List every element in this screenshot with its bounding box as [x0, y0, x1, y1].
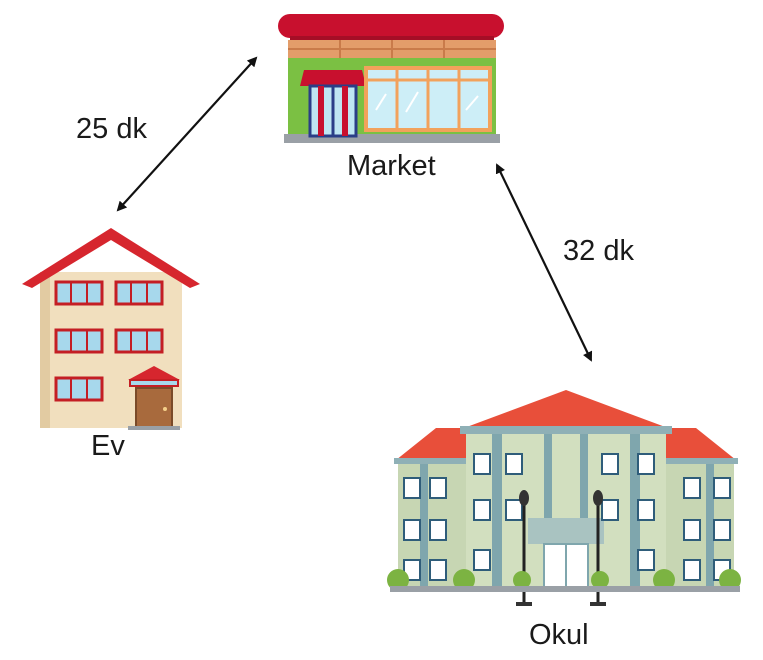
school-building-icon [387, 390, 741, 606]
market-building-icon [278, 14, 504, 143]
market-school-duration-label: 32 dk [563, 235, 634, 267]
home-label: Ev [91, 430, 125, 462]
home-market-duration-label: 25 dk [76, 113, 147, 145]
route-arrow-market-school [495, 163, 593, 362]
route-arrow-home-market [116, 56, 258, 212]
school-label: Okul [529, 619, 589, 651]
house-building-icon [22, 228, 200, 430]
market-label: Market [347, 150, 436, 182]
